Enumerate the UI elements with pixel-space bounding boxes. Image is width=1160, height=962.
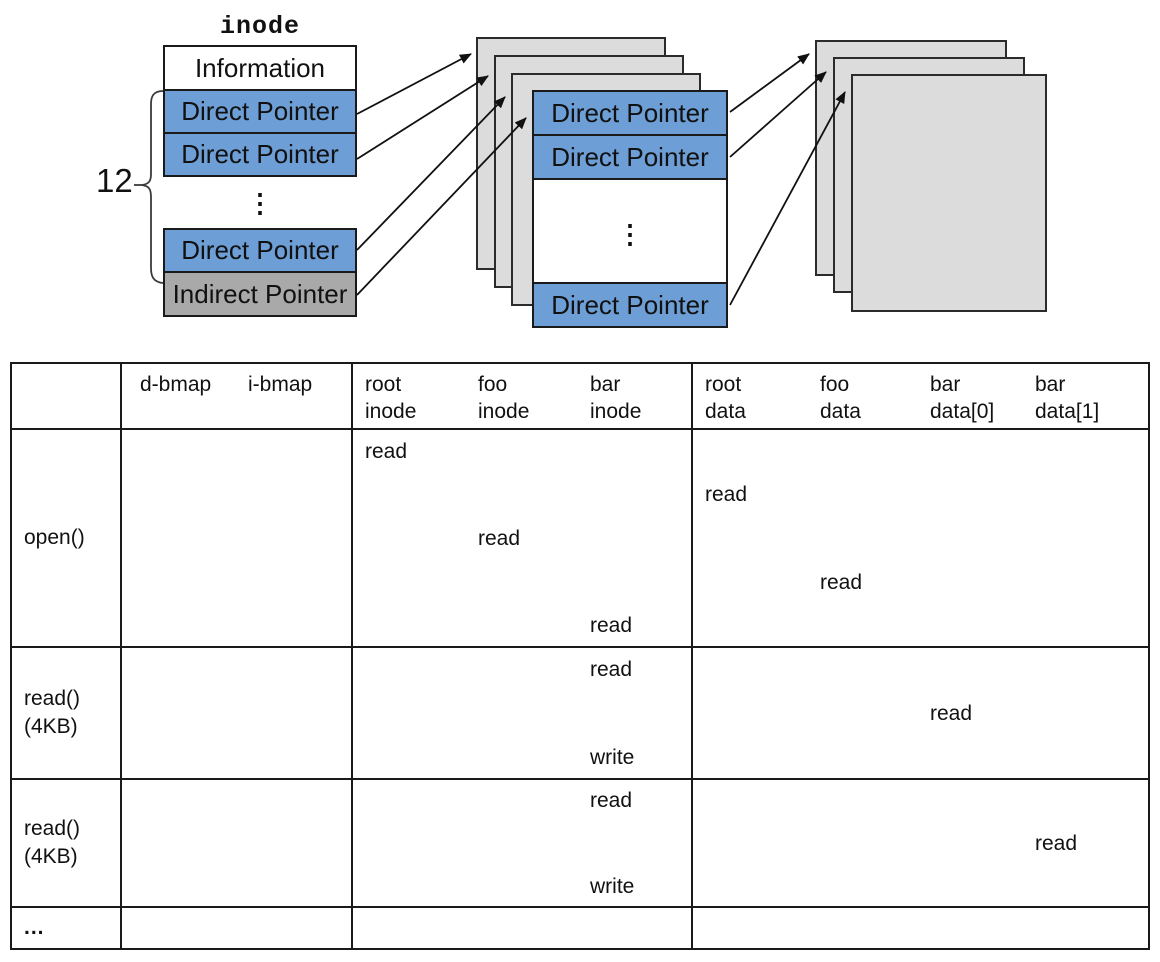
op-entry-read: read <box>705 483 748 506</box>
inode-indirect-pointer-row: Indirect Pointer <box>163 271 357 317</box>
op-entry-read: read <box>365 440 408 463</box>
inode-ellipsis: ⋮ <box>247 187 273 218</box>
col-header-bar-data-0: bar data[0] <box>930 373 995 423</box>
bitmap-cell <box>122 908 353 948</box>
bitmap-cell <box>122 430 353 648</box>
direct-pointer-count-label: 12 <box>96 162 133 199</box>
op-entry-read: read <box>820 571 863 594</box>
op-entry-write: write <box>590 746 635 769</box>
header-data-cell: root data foo data bar data[0] bar data[… <box>693 364 1148 430</box>
col-header-foo-inode: foo inode <box>478 373 530 423</box>
op-row-label-read-2: read() (4KB) <box>12 780 122 908</box>
inode-direct-pointer-row-2: Direct Pointer <box>163 132 357 177</box>
data-block-page <box>851 74 1047 312</box>
op-entry-read: read <box>590 614 633 637</box>
col-header-root-inode: root inode <box>365 373 417 423</box>
data-ops-cell: read read <box>693 430 1148 648</box>
disk-io-trace-table: d-bmap i-bmap root inode foo inode bar i… <box>10 362 1150 950</box>
indirect-block: Direct Pointer Direct Pointer ⋮ Direct P… <box>532 90 728 328</box>
inode-ops-cell <box>353 908 693 948</box>
col-header-i-bmap: i-bmap <box>248 373 313 396</box>
indirect-block-direct-pointer-1: Direct Pointer <box>532 90 728 136</box>
op-entry-read: read <box>1035 832 1078 855</box>
header-bitmap-cell: d-bmap i-bmap <box>122 364 353 430</box>
op-entry-read: read <box>930 702 973 725</box>
inode-ops-cell: read write <box>353 648 693 780</box>
data-ops-cell: read <box>693 780 1148 908</box>
col-header-root-data: root data <box>705 373 746 423</box>
col-header-bar-data-1: bar data[1] <box>1035 373 1100 423</box>
op-entry-read: read <box>590 789 633 812</box>
header-inode-cell: root inode foo inode bar inode <box>353 364 693 430</box>
col-header-bar-inode: bar inode <box>590 373 642 423</box>
op-row-label-open: open() <box>12 430 122 648</box>
op-entry-write: write <box>590 875 635 898</box>
data-ops-cell <box>693 908 1148 948</box>
inode-ops-cell: read read read <box>353 430 693 648</box>
op-row-label-ellipsis: ... <box>12 908 122 948</box>
inode-direct-pointer-row-3: Direct Pointer <box>163 228 357 273</box>
inode-title: inode <box>219 12 300 41</box>
table-corner-cell <box>12 364 122 430</box>
indirect-block-direct-pointer-2: Direct Pointer <box>532 134 728 180</box>
data-ops-cell: read <box>693 648 1148 780</box>
col-header-foo-data: foo data <box>820 373 861 423</box>
direct-pointer-brace <box>134 90 164 284</box>
inode-information-row: Information <box>163 45 357 91</box>
indirect-block-ellipsis: ⋮ <box>617 219 643 249</box>
bitmap-cell <box>122 780 353 908</box>
col-header-d-bmap: d-bmap <box>140 373 212 396</box>
inode-ops-cell: read write <box>353 780 693 908</box>
op-row-label-read-1: read() (4KB) <box>12 648 122 780</box>
inode-direct-pointer-row-1: Direct Pointer <box>163 89 357 134</box>
op-entry-read: read <box>590 658 633 681</box>
op-entry-read: read <box>478 527 521 550</box>
bitmap-cell <box>122 648 353 780</box>
indirect-block-direct-pointer-3: Direct Pointer <box>532 282 728 328</box>
